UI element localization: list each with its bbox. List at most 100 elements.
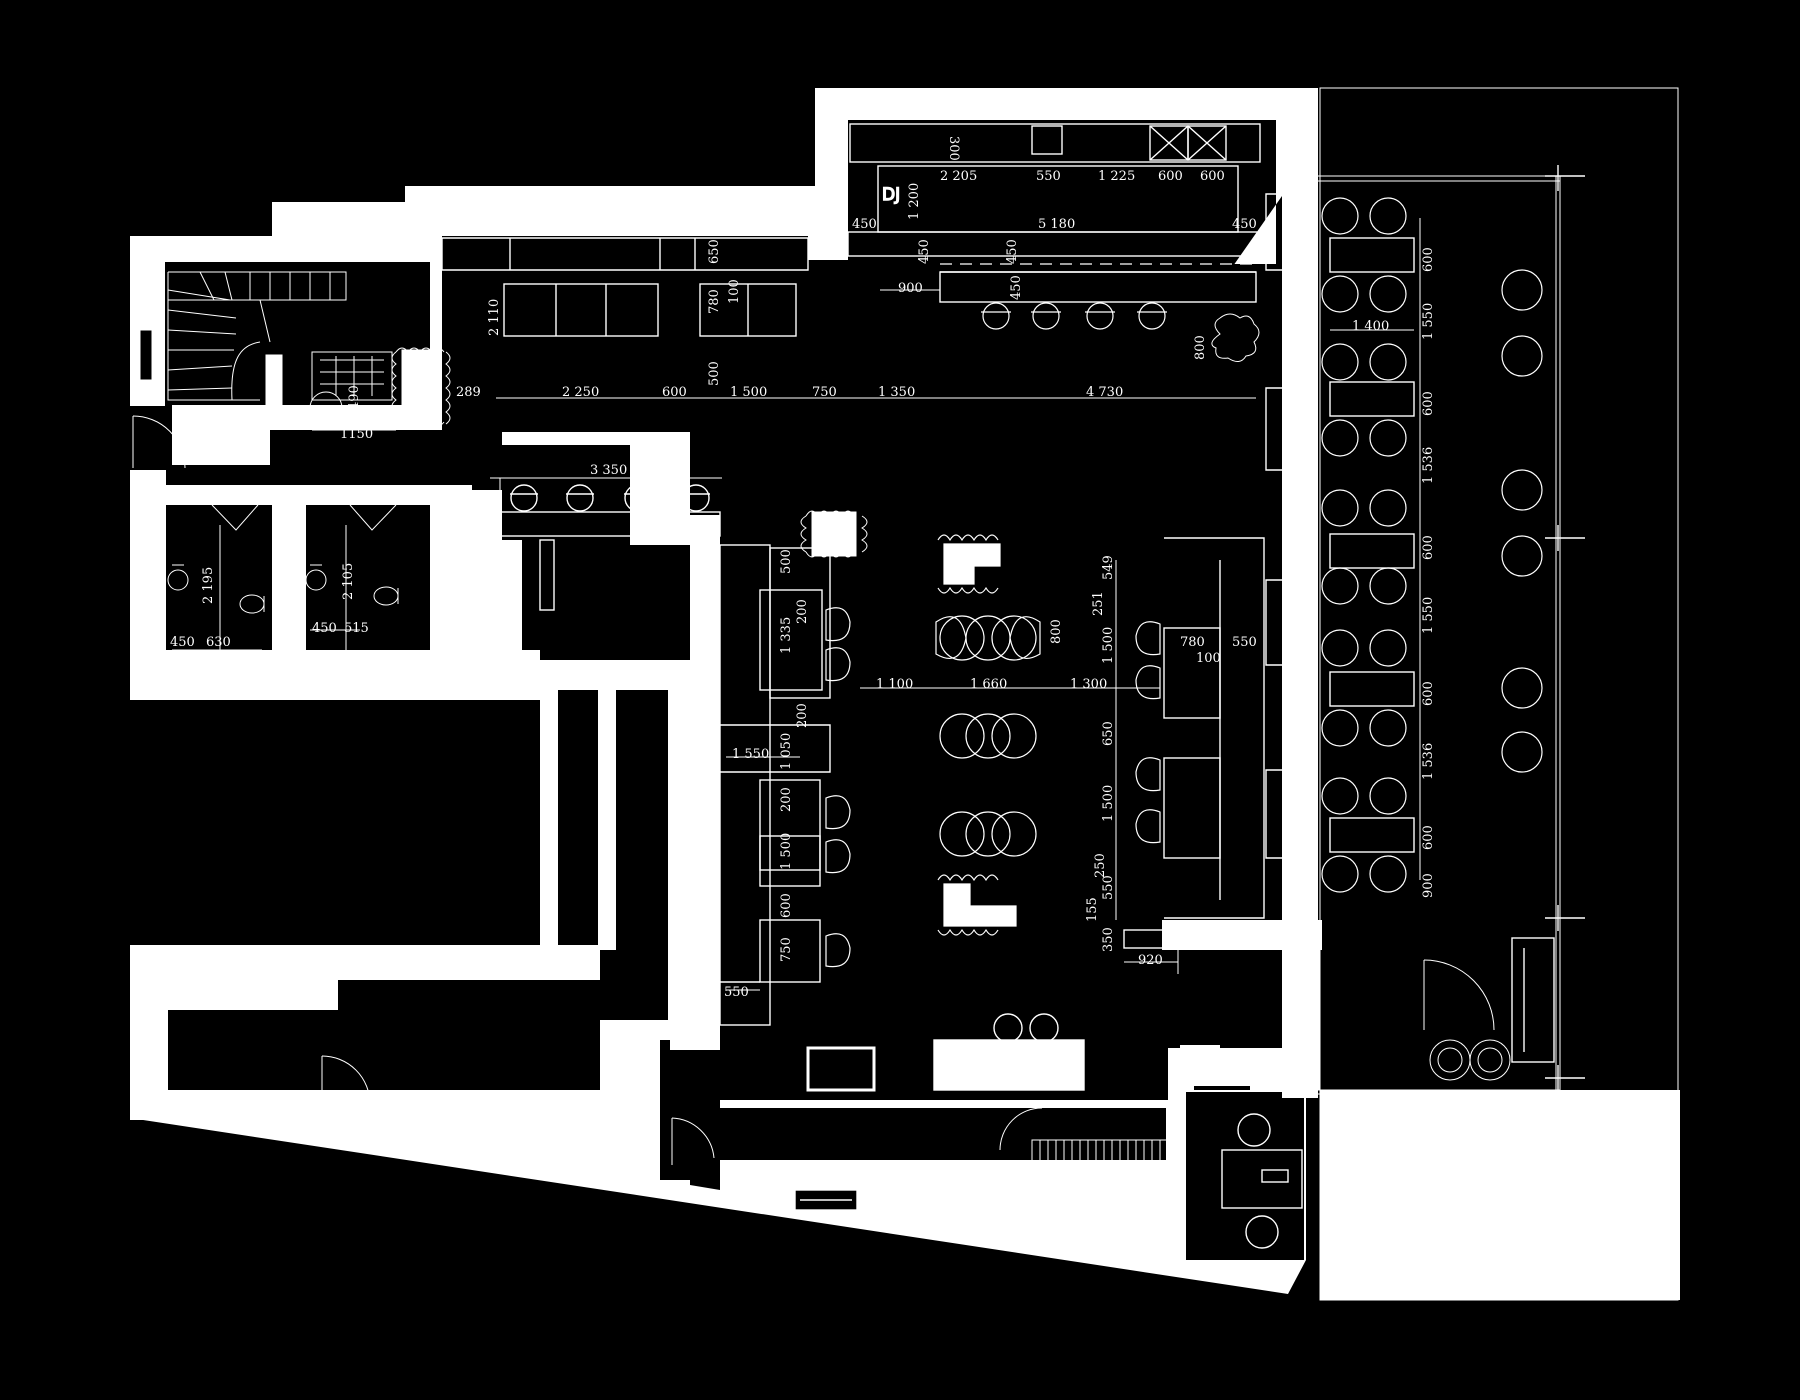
dj-label: DJ (882, 185, 900, 205)
corridor-floor-2 (270, 430, 502, 485)
terrace (1318, 87, 1680, 1301)
dim-650: 650 (707, 239, 722, 264)
dim-780: 780 (707, 289, 722, 314)
dim-155: 155 (1085, 897, 1100, 922)
dim-500: 500 (707, 361, 722, 386)
dim-515: 515 (344, 621, 369, 636)
hall-floor-main (502, 260, 1264, 1080)
dim-550c: 550 (1101, 875, 1116, 900)
dim-2110: 2 110 (487, 299, 502, 336)
dim-600d: 600 (779, 893, 794, 918)
dim-200b: 200 (795, 703, 810, 728)
dim-1660: 1 660 (970, 677, 1007, 692)
dim-1550a: 1 550 (732, 747, 769, 762)
dim-450g: 450 (312, 621, 337, 636)
dim-100b: 100 (1196, 651, 1221, 666)
dim-650b: 650 (1101, 721, 1116, 746)
dim-450c: 450 (917, 239, 932, 264)
dim-450a: 450 (852, 217, 877, 232)
center-round-tables (935, 534, 1041, 936)
wc-fixtures (167, 504, 399, 614)
facade-windows (1265, 193, 1307, 859)
terrace-bench (1511, 937, 1555, 1063)
bottom-entrance[interactable] (794, 1189, 858, 1211)
dim-100: 100 (727, 279, 742, 304)
dim-1550-t2: 1 550 (1421, 597, 1436, 634)
right-booths (1123, 537, 1265, 949)
dim-1200: 1 200 (907, 183, 922, 220)
dim-2105: 2 105 (341, 563, 356, 600)
vestibule-floor (130, 405, 172, 465)
north-banquette (441, 237, 809, 337)
shelving-unit (265, 351, 393, 425)
dim-1500c: 1 500 (1101, 627, 1116, 664)
dim-900-t: 900 (1421, 873, 1436, 898)
office-floor (1186, 1092, 1304, 1260)
dim-1536-t1: 1 536 (1421, 447, 1436, 484)
dim-550b: 550 (1232, 635, 1257, 650)
entrance-door[interactable] (132, 329, 186, 469)
terrace-tables (1329, 237, 1415, 853)
dim-1150: 1150 (340, 427, 373, 442)
dim-500b: 500 (779, 549, 794, 574)
reception (806, 1013, 1171, 1163)
dim-1500a: 1 500 (730, 385, 767, 400)
dim-750b: 750 (779, 937, 794, 962)
wc-1-floor (166, 505, 272, 650)
dim-630: 630 (206, 635, 231, 650)
dim-450f: 450 (170, 635, 195, 650)
dim-780b: 780 (1180, 635, 1205, 650)
dim-4730: 4 730 (1086, 385, 1123, 400)
dim-600-t3: 600 (1421, 535, 1436, 560)
storage-left (130, 700, 540, 945)
wall-slabs (130, 88, 1322, 1260)
dim-3350: 3 350 (590, 463, 627, 478)
dim-1335: 1 335 (779, 617, 794, 654)
terrace-posts (1545, 165, 1585, 1091)
dim-200a: 200 (795, 599, 810, 624)
terrace-chairs (1321, 197, 1407, 893)
dim-800b: 800 (1049, 619, 1064, 644)
small-table-stair (391, 347, 451, 427)
dim-920: 920 (1138, 953, 1163, 968)
dim-549: 549 (1101, 555, 1116, 580)
dim-2205: 2 205 (940, 169, 977, 184)
plant (1211, 313, 1260, 362)
dim-1536-t2: 1 536 (1421, 743, 1436, 780)
dim-600-t1: 600 (1421, 247, 1436, 272)
dim-200c: 200 (779, 787, 794, 812)
dim-450e: 450 (1009, 275, 1024, 300)
right-booth-chairs (1135, 621, 1161, 844)
dim-900: 900 (898, 281, 923, 296)
dim-1400: 1 400 (1352, 319, 1389, 334)
dim-1500b: 1 500 (779, 833, 794, 870)
left-booth-chairs (825, 607, 851, 968)
dim-550: 550 (1036, 169, 1061, 184)
left-booths (719, 544, 831, 1026)
stair-hall-floor (160, 262, 270, 405)
dim-251: 251 (1091, 591, 1106, 616)
terrace-door[interactable] (1423, 959, 1495, 1031)
dim-350b: 350 (1101, 927, 1116, 952)
square-table-1 (800, 510, 868, 558)
bar-stools (981, 302, 1167, 330)
doors-lower[interactable] (321, 1055, 1171, 1236)
dim-300: 300 (946, 136, 961, 161)
dim-1500d: 1 500 (1101, 785, 1116, 822)
dim-1050: 1 050 (779, 733, 794, 770)
dim-250: 250 (1093, 853, 1108, 878)
dim-550a: 550 (724, 985, 749, 1000)
dim-5180: 5 180 (1038, 217, 1075, 232)
dim-490: 490 (347, 385, 362, 410)
dim-1550-t1: 1 550 (1421, 303, 1436, 340)
dimension-lines (172, 165, 1421, 991)
dim-600-t4: 600 (1421, 681, 1436, 706)
dim-2250: 2 250 (562, 385, 599, 400)
dim-450d: 450 (1005, 239, 1020, 264)
planters (1429, 1039, 1511, 1081)
dim-350a: 350 (469, 535, 484, 560)
dim-1100: 1 100 (876, 677, 913, 692)
dim-1225: 1 225 (1098, 169, 1135, 184)
terrace-outer-chairs (1501, 269, 1543, 773)
